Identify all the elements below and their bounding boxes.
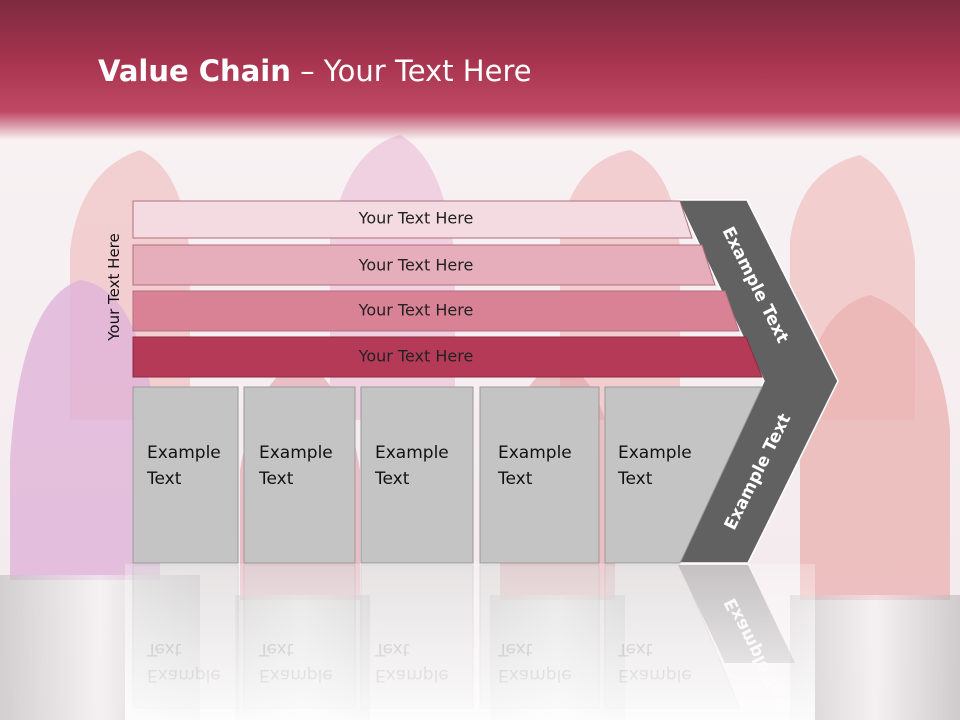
bar-2-label: Your Text Here: [358, 256, 474, 275]
bar-2: [132, 244, 716, 286]
title-rest: – Your Text Here: [290, 54, 532, 88]
column-2-line1: Example: [259, 443, 333, 463]
column-1-line2: Text: [146, 469, 182, 489]
chevron-arrow: [676, 199, 839, 564]
column-5: [604, 386, 763, 564]
column-4: [479, 386, 600, 564]
bar-3: [132, 290, 740, 332]
column-4-line1: Example: [498, 443, 572, 463]
bar-1-label: Your Text Here: [358, 209, 474, 228]
column-3-line1: Example: [375, 443, 449, 463]
column-2-line2: Text: [258, 469, 294, 489]
column-1-line1: Example: [147, 443, 221, 463]
bar-1: [132, 200, 693, 239]
column-1: [132, 386, 239, 564]
columns: Example Text Example Text Example Text E…: [132, 386, 763, 564]
bar-4-label: Your Text Here: [358, 347, 474, 366]
column-5-line2: Text: [617, 469, 653, 489]
column-4-line2: Text: [497, 469, 533, 489]
column-3-line2: Text: [374, 469, 410, 489]
bar-3-label: Your Text Here: [358, 301, 474, 320]
title-bold: Value Chain: [98, 54, 291, 88]
bar-4: [132, 336, 763, 378]
column-2: [243, 386, 356, 564]
column-3: [360, 386, 474, 564]
title-bar: [0, 0, 960, 140]
slide-title: Value Chain – Your Text Here: [98, 54, 532, 88]
column-5-line1: Example: [618, 443, 692, 463]
reflection-fade: [125, 564, 815, 720]
